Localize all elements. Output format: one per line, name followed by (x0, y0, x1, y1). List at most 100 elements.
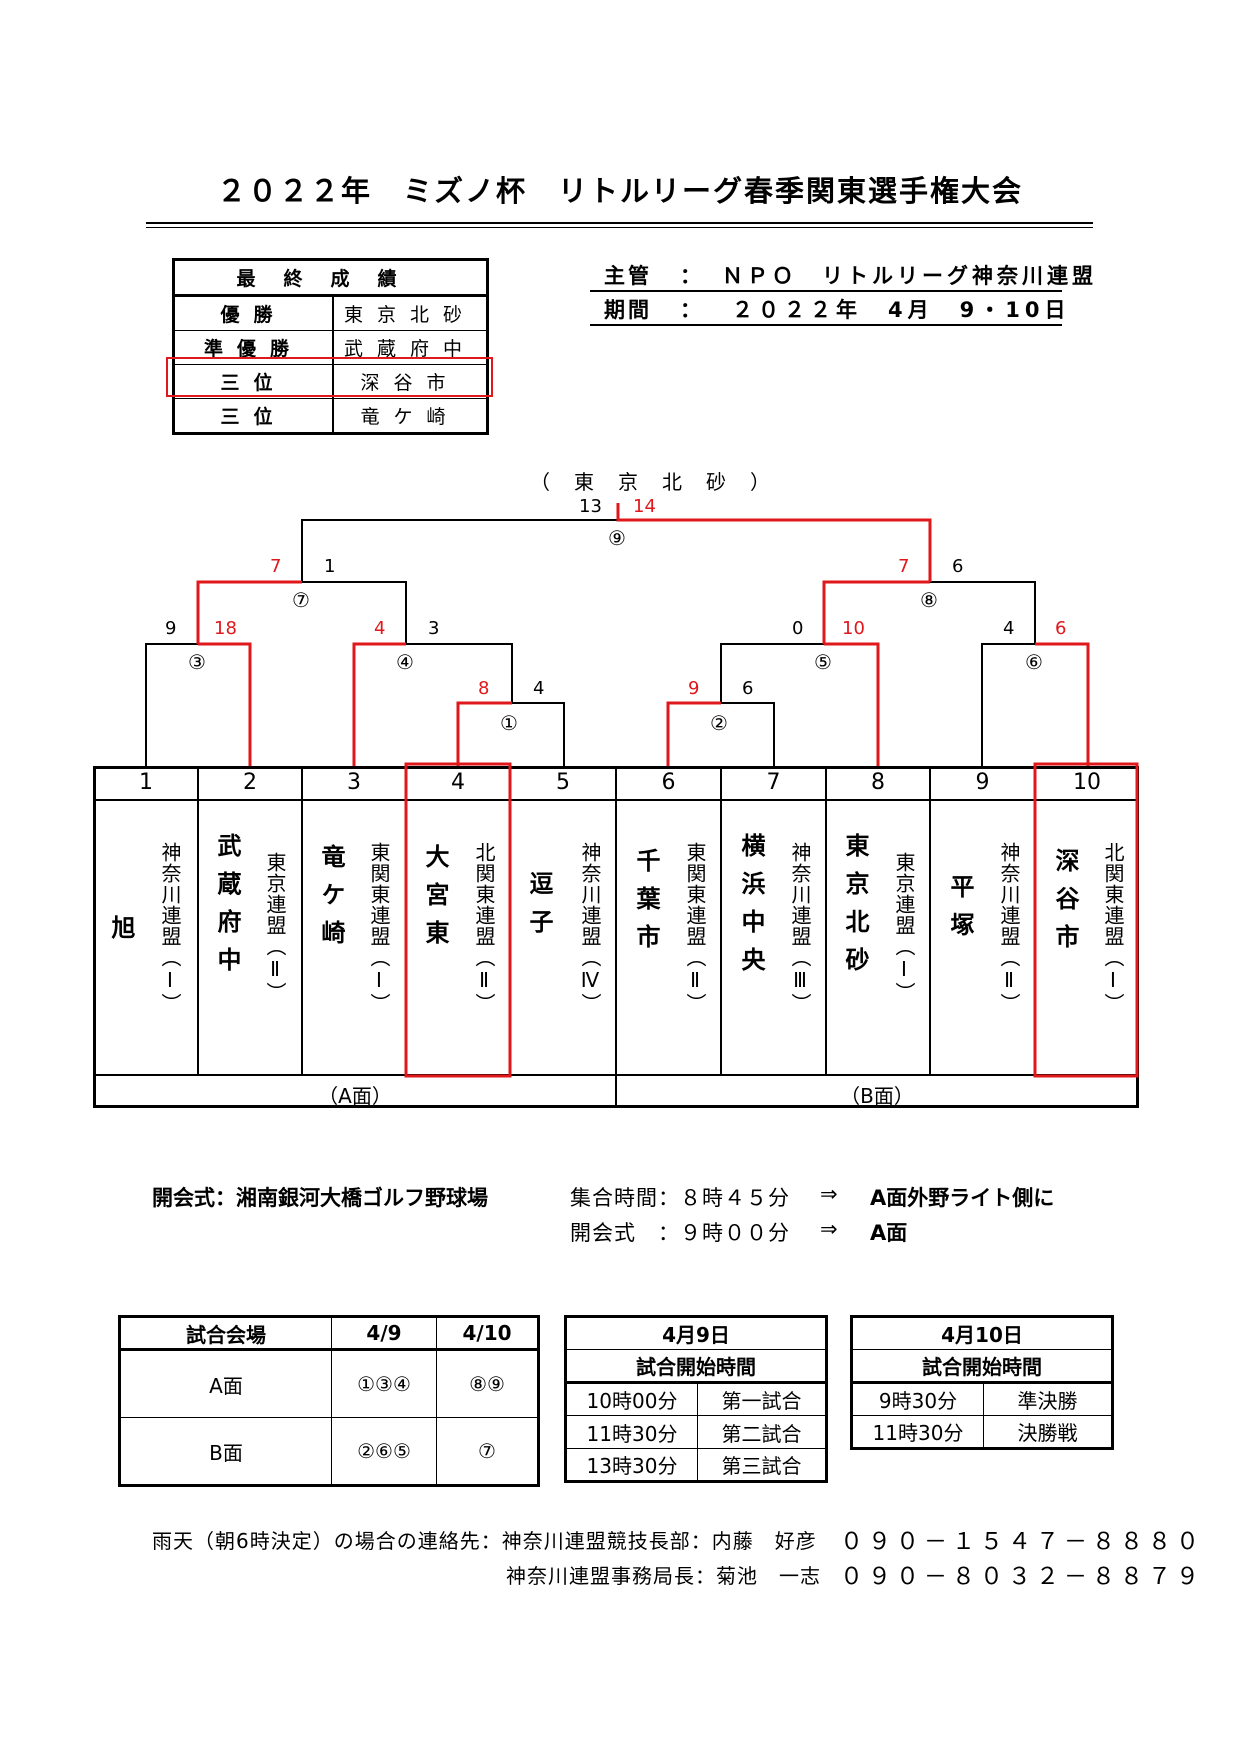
contact-phone: ０９０－８０３２－８８７９ (840, 1564, 1204, 1590)
team-name: 平塚 (946, 874, 974, 950)
match-score-left: 0 (792, 618, 804, 639)
day1-schedule-table: 4月9日 試合開始時間 10時00分 第一試合 11時30分 第二試合 13時3… (564, 1315, 828, 1483)
organizer-value: ＮＰＯ リトルリーグ神奈川連盟 (722, 264, 1097, 288)
start-time: 10時00分 (565, 1382, 698, 1416)
period-value: ２０２２年 4月 9・10日 (732, 298, 1071, 322)
match-id: ③ (188, 650, 206, 674)
venue-games: ①③④ (331, 1349, 437, 1418)
start-time: 11時30分 (851, 1415, 984, 1449)
day2-title: 試合開始時間 (851, 1349, 1113, 1384)
match-id: ⑨ (608, 526, 626, 550)
team10-highlight (1033, 762, 1139, 1078)
team-league: 神奈川連盟（Ⅲ） (788, 842, 812, 1014)
result-row: 三位 竜ケ崎 (173, 398, 488, 434)
organizer-label: 主管 (604, 264, 652, 288)
team-number: 9 (975, 770, 990, 795)
team-number: 8 (871, 770, 885, 795)
team4-highlight (404, 762, 512, 1078)
third-place-highlight (166, 357, 493, 397)
team-league: 神奈川連盟（Ⅰ） (158, 842, 182, 1014)
team-league: 東関東連盟（Ⅱ） (683, 842, 707, 1014)
result-team: 武蔵府中 (332, 330, 488, 365)
opening-venue: 開会式：湘南銀河大橋ゴルフ野球場 (152, 1186, 488, 1210)
final-results-table: 最終成績 優勝 東京北砂 準優勝 武蔵府中 三位 深谷市 三位 竜ケ崎 (172, 258, 489, 435)
team-name: 竜ケ崎 (317, 844, 345, 958)
team-number: 6 (661, 770, 676, 795)
field-a-label: （A面） (318, 1084, 392, 1108)
match-id: ⑦ (292, 588, 310, 612)
period-underline (590, 324, 1062, 326)
start-time: 11時30分 (565, 1415, 698, 1449)
ceremony-place: A面 (870, 1221, 908, 1245)
period-colon: ： (680, 298, 704, 322)
match-score-left: 13 (579, 496, 602, 517)
team-league: 北関東連盟（Ⅰ） (1101, 842, 1125, 1014)
organizer-colon: ： (680, 264, 704, 288)
match-score-left: 8 (478, 678, 490, 699)
contact-label: 神奈川連盟事務局長：菊池 一志 (506, 1564, 821, 1588)
match-score-left: 4 (1003, 618, 1015, 639)
match-id: ⑥ (1025, 650, 1043, 674)
start-time: 9時30分 (851, 1382, 984, 1416)
match-score-right: 6 (1055, 618, 1067, 639)
result-label: 三位 (173, 364, 334, 399)
team-league: 東京連盟（Ⅰ） (892, 852, 916, 1003)
game-name: 第一試合 (697, 1382, 827, 1416)
venue-field: A面 (119, 1349, 332, 1418)
venue-games: ②⑥⑤ (331, 1417, 437, 1486)
result-row: 準優勝 武蔵府中 (173, 330, 488, 365)
team-name: 深谷市 (1051, 848, 1079, 962)
bracket-winner-lines (196, 503, 1090, 766)
final-results-header: 最終成績 (173, 259, 488, 297)
match-id: ① (500, 711, 518, 735)
day1-date: 4月9日 (565, 1316, 827, 1350)
team-name: 武蔵府中 (213, 833, 241, 985)
game-name: 第二試合 (697, 1415, 827, 1449)
team-number: 7 (766, 770, 781, 795)
organizer-underline (590, 290, 1062, 292)
venue-header: 4/10 (436, 1316, 539, 1351)
page-title: ２０２２年 ミズノ杯 リトルリーグ春季関東選手権大会 (216, 174, 1023, 208)
result-row: 優勝 東京北砂 (173, 295, 488, 331)
team-number: 4 (451, 770, 465, 795)
day2-date: 4月10日 (851, 1316, 1113, 1350)
venue-field: B面 (119, 1417, 332, 1486)
result-team: 深谷市 (332, 364, 488, 399)
match-score-right: 10 (842, 618, 865, 639)
field-b-label: （B面） (840, 1084, 914, 1108)
team-name: 旭 (107, 915, 135, 953)
team-league: 神奈川連盟（Ⅳ） (578, 842, 602, 1014)
match-score-right: 6 (742, 678, 754, 699)
gather-time: 集合時間：８時４５分 (570, 1186, 790, 1210)
team-number: 5 (556, 770, 570, 795)
team-name: 逗子 (525, 871, 553, 947)
match-score-right: 4 (533, 678, 545, 699)
venue-games: ⑧⑨ (436, 1349, 539, 1418)
match-score-right: 3 (428, 618, 440, 639)
match-score-left: 7 (898, 556, 910, 577)
match-id: ⑧ (920, 588, 938, 612)
venue-header: 4/9 (331, 1316, 437, 1351)
team-name: 横浜中央 (737, 833, 765, 985)
result-team: 東京北砂 (332, 295, 488, 331)
contact-phone: ０９０－１５４７－８８８０ (840, 1529, 1204, 1555)
match-score-left: 9 (165, 618, 177, 639)
match-score-right: 6 (952, 556, 964, 577)
result-row: 三位 深谷市 (173, 364, 488, 399)
arrow-icon: ⇒ (820, 1217, 838, 1241)
champion-label: （ 東 京 北 砂 ） (530, 470, 772, 494)
match-score-left: 4 (374, 618, 386, 639)
venue-table: 試合会場 4/9 4/10 A面 ①③④ ⑧⑨ B面 ②⑥⑤ ⑦ (118, 1315, 540, 1487)
team-name: 千葉市 (632, 848, 660, 962)
team-number: 1 (139, 770, 153, 795)
match-score-left: 7 (270, 556, 282, 577)
team-league: 神奈川連盟（Ⅱ） (997, 842, 1021, 1014)
title-divider (146, 222, 1093, 228)
result-label: 三位 (173, 398, 334, 434)
contact-phone-wrap: ０９０－１５４７－８８８０ (840, 1522, 1204, 1556)
team-league: 東関東連盟（Ⅰ） (367, 842, 391, 1014)
gather-place: A面外野ライト側に (870, 1186, 1055, 1210)
match-score-right: 18 (214, 618, 237, 639)
